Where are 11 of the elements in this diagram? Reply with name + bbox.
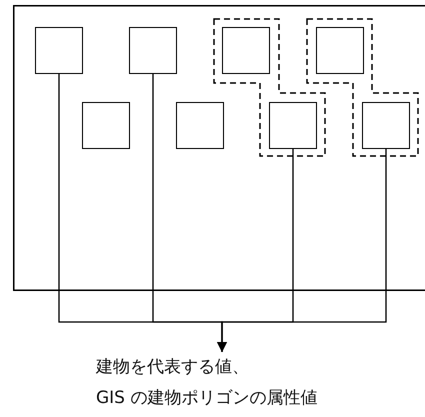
- building-square: [35, 27, 83, 74]
- building-square: [269, 102, 317, 149]
- result-text: 建物を代表する値、: [96, 356, 250, 379]
- building-square: [176, 102, 224, 149]
- building-square: [316, 27, 364, 74]
- building-square: [222, 27, 270, 74]
- result-text: GIS の建物ポリゴンの属性値: [96, 387, 318, 410]
- building-square: [82, 102, 130, 149]
- building-square: [362, 102, 410, 149]
- building-square: [129, 27, 177, 74]
- connector-arrow: [217, 149, 387, 352]
